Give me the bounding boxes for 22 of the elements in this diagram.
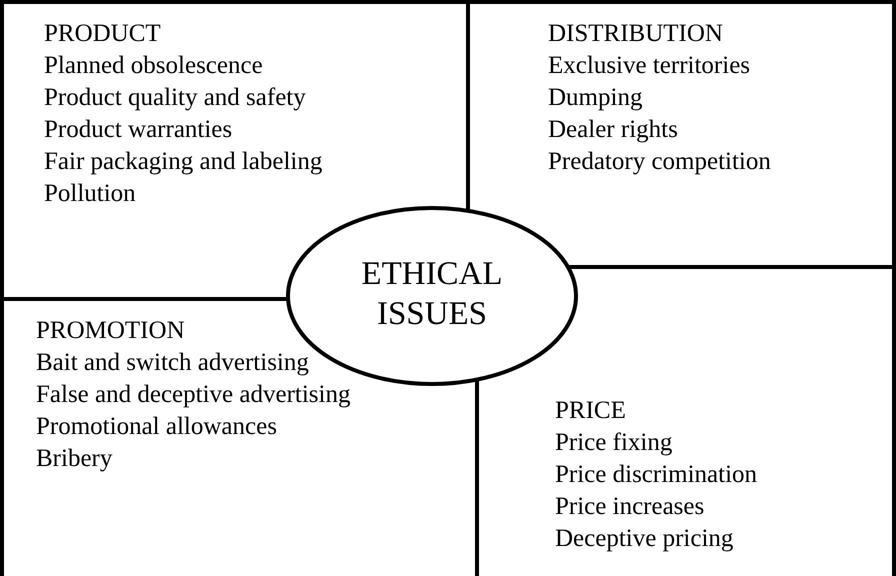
- section-heading: PRICE: [555, 396, 627, 426]
- issue-item: Bribery: [36, 444, 114, 474]
- issue-item: Price increases: [555, 492, 706, 522]
- issue-item: Predatory competition: [548, 147, 771, 177]
- section-heading: DISTRIBUTION: [548, 19, 724, 49]
- issue-item: False and deceptive advertising: [36, 380, 352, 410]
- issue-item: Deceptive pricing: [555, 524, 734, 554]
- section-heading: PROMOTION: [36, 316, 186, 346]
- center-title: ETHICAL ISSUES: [360, 255, 504, 334]
- issue-item: Planned obsolescence: [44, 51, 264, 81]
- issue-item: Pollution: [44, 179, 137, 209]
- issue-item: Dumping: [548, 83, 644, 113]
- issue-item: Product quality and safety: [44, 83, 307, 113]
- issue-item: Price discrimination: [555, 460, 758, 490]
- issue-item: Promotional allowances: [36, 412, 278, 442]
- issue-item: Dealer rights: [548, 115, 679, 145]
- issue-item: Fair packaging and labeling: [44, 147, 324, 177]
- section-heading: PRODUCT: [44, 19, 162, 49]
- issue-item: Exclusive territories: [548, 51, 752, 81]
- issue-item: Bait and switch advertising: [36, 348, 310, 378]
- issue-item: Product warranties: [44, 115, 234, 145]
- issue-item: Price fixing: [555, 428, 674, 458]
